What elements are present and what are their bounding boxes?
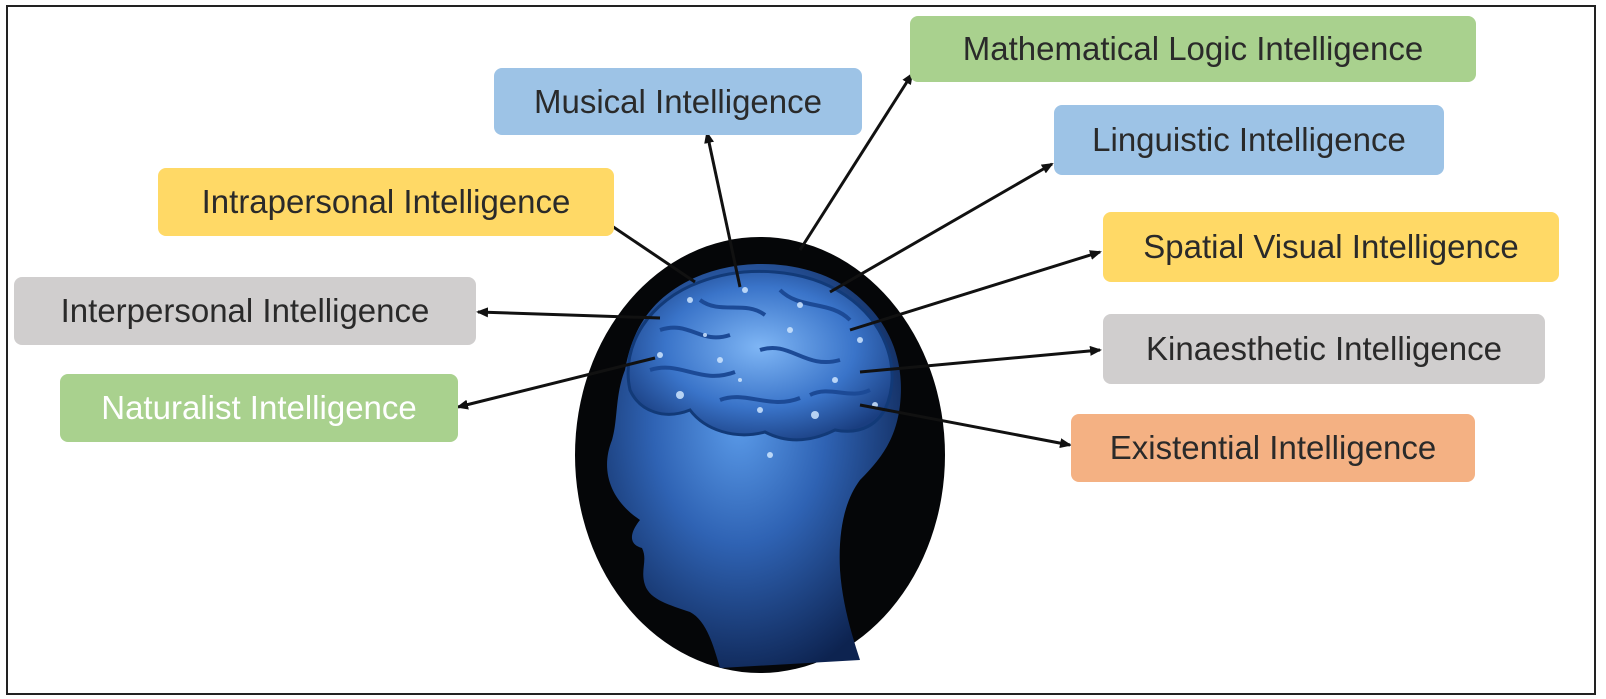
label-musical: Musical Intelligence	[494, 68, 862, 135]
arrow-kinaesthetic	[859, 345, 1102, 374]
arrow-spatial	[849, 250, 1102, 332]
arrow-linguistic	[829, 162, 1054, 294]
brain	[626, 269, 894, 442]
label-mathematical-logic: Mathematical Logic Intelligence	[910, 16, 1476, 82]
label-interpersonal: Interpersonal Intelligence	[14, 277, 476, 345]
label-naturalist: Naturalist Intelligence	[60, 374, 458, 442]
label-linguistic: Linguistic Intelligence	[1054, 105, 1444, 175]
arrow-interpersonal	[476, 307, 661, 320]
label-kinaesthetic: Kinaesthetic Intelligence	[1103, 314, 1545, 384]
label-existential: Existential Intelligence	[1071, 414, 1475, 482]
label-spatial-visual: Spatial Visual Intelligence	[1103, 212, 1559, 282]
arrow-naturalist	[456, 356, 656, 410]
arrow-musical	[704, 131, 742, 288]
label-intrapersonal: Intrapersonal Intelligence	[158, 168, 614, 236]
arrow-intrapersonal	[598, 216, 696, 284]
arrow-mathematical	[798, 72, 914, 251]
arrow-existential	[859, 403, 1072, 449]
